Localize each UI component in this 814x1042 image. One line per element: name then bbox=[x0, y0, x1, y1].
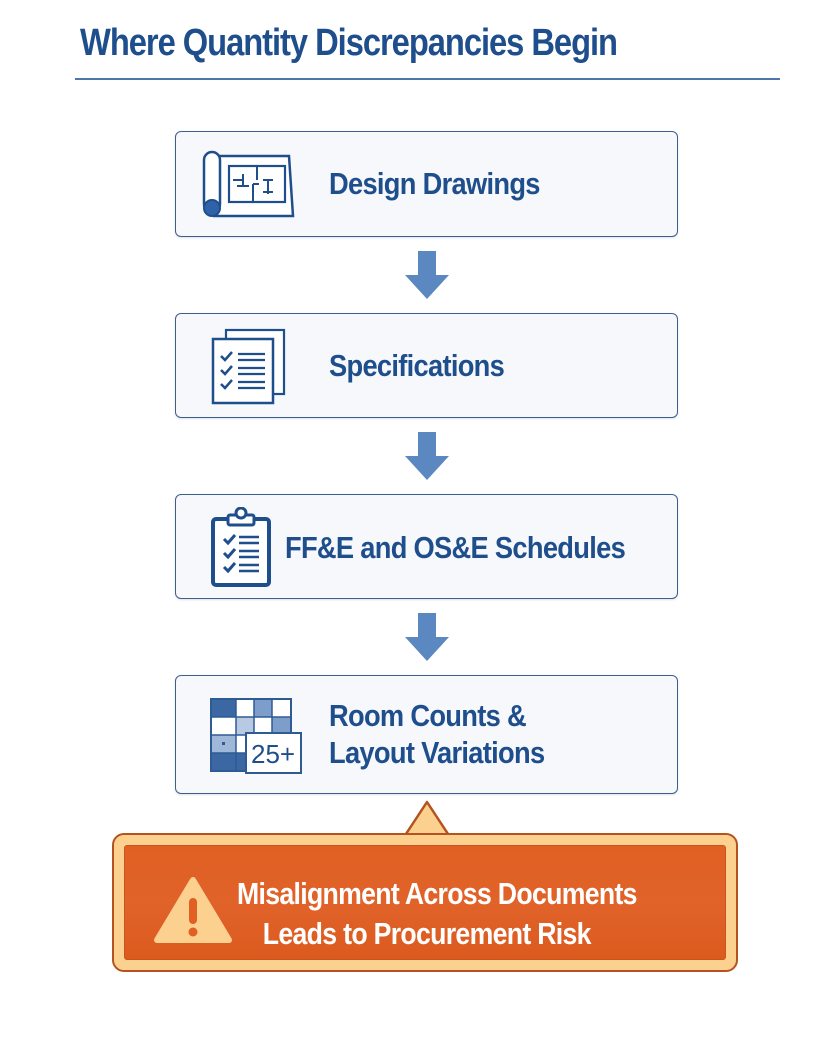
step-specifications: Specifications bbox=[175, 313, 678, 418]
step-label: FF&E and OS&E Schedules bbox=[285, 530, 626, 565]
callout-line1: Misalignment Across Documents bbox=[237, 876, 637, 911]
step-room-counts: 25+ Room Counts & Layout Variations bbox=[175, 675, 678, 794]
step-label: Specifications bbox=[329, 348, 505, 383]
arrow-down-icon bbox=[405, 251, 449, 299]
checklist-documents-icon bbox=[211, 328, 286, 405]
callout-body: Misalignment Across Documents Leads to P… bbox=[124, 845, 726, 960]
step-label: Design Drawings bbox=[329, 166, 540, 201]
blueprint-icon bbox=[202, 150, 295, 218]
step-design-drawings: Design Drawings bbox=[175, 131, 678, 237]
clipboard-checklist-icon bbox=[211, 507, 271, 587]
page-title: Where Quantity Discrepancies Begin bbox=[80, 22, 618, 64]
title-divider bbox=[75, 78, 780, 80]
step-ffe-ose-schedules: FF&E and OS&E Schedules bbox=[175, 494, 678, 599]
callout-pointer bbox=[404, 800, 450, 838]
arrow-down-icon bbox=[405, 613, 449, 661]
step-label-line1: Room Counts & bbox=[329, 698, 527, 733]
procurement-risk-callout: Misalignment Across Documents Leads to P… bbox=[112, 833, 738, 972]
callout-line2: Leads to Procurement Risk bbox=[262, 916, 592, 951]
arrow-down-icon bbox=[405, 432, 449, 480]
room-count-badge: 25+ bbox=[251, 739, 295, 769]
callout-text: Misalignment Across Documents Leads to P… bbox=[237, 874, 637, 954]
room-grid-icon: 25+ bbox=[210, 698, 302, 774]
step-label-line2: Layout Variations bbox=[329, 735, 545, 770]
warning-triangle-icon bbox=[154, 877, 232, 943]
